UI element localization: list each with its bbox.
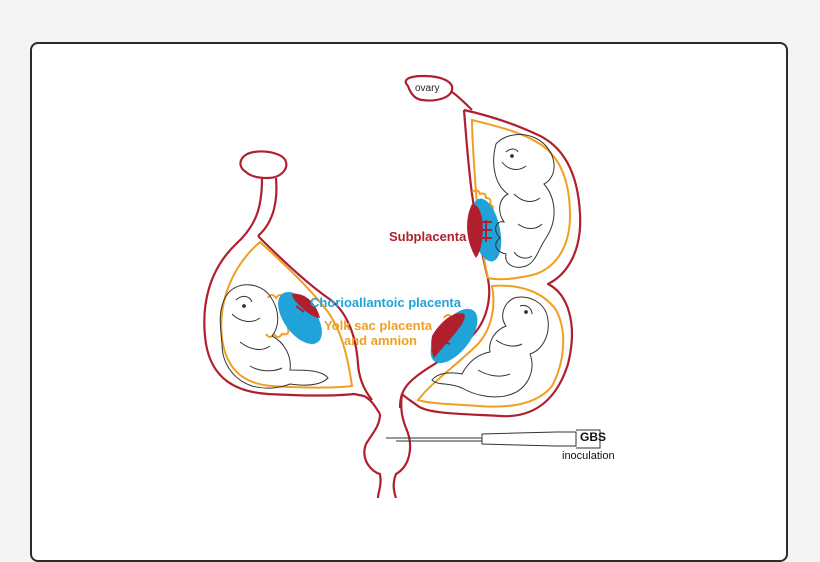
chorioallantoic-placenta-label: Chorioallantoic placenta [310, 295, 461, 310]
syringe [386, 429, 601, 449]
yolk-sac-lines [220, 118, 572, 408]
ovary-label: ovary [415, 83, 440, 94]
diagram-canvas: ovary Subplacenta Chorioallantoic placen… [196, 74, 625, 498]
gbs-label: GBS [580, 430, 607, 444]
left-ovary [239, 150, 288, 180]
uterus-outline [203, 74, 582, 498]
right-horn [401, 108, 582, 418]
inoculation-label: inoculation [562, 450, 615, 462]
pup-left [219, 284, 329, 389]
cervix [363, 413, 382, 498]
pup-bottom-right [431, 296, 549, 398]
right-ovary [404, 74, 454, 102]
placentas [278, 198, 502, 364]
left-horn [203, 177, 381, 415]
yolk-sac-label-line2: and amnion [344, 333, 417, 348]
uterus-diagram [203, 74, 601, 498]
pups [219, 134, 555, 398]
yolk-sac-label-line1: Yolk sac placenta [324, 318, 433, 333]
pup-upper-right [493, 134, 555, 268]
subplacenta-label: Subplacenta [389, 229, 467, 244]
